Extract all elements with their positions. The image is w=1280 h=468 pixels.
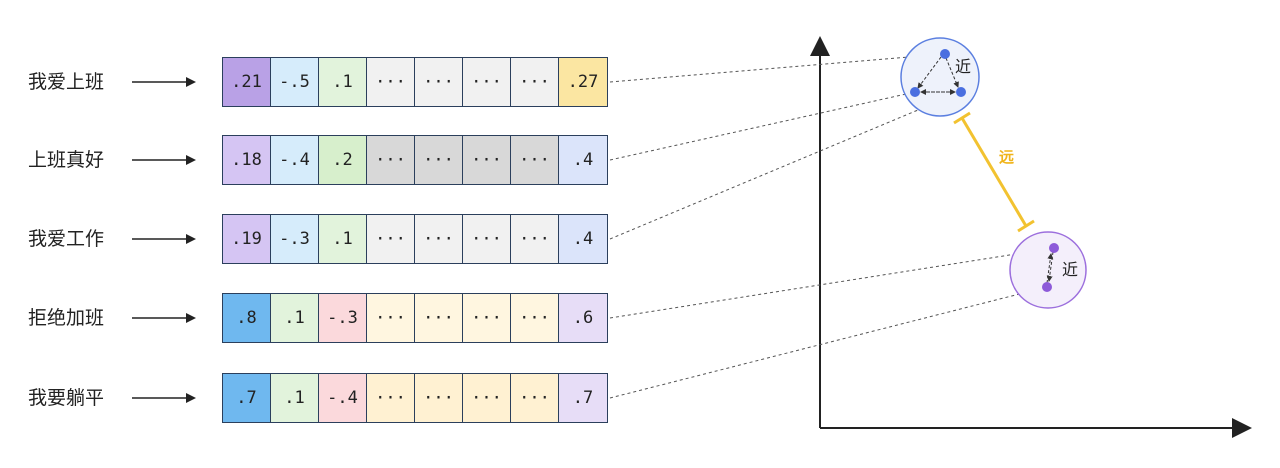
vector-cell: ··· xyxy=(511,215,559,263)
far-label: 远 xyxy=(999,148,1014,166)
embedding-vector: .18-.4.2············.4 xyxy=(222,135,608,185)
vector-cell: .1 xyxy=(271,294,319,342)
vector-cell: ··· xyxy=(463,294,511,342)
vector-cell: .19 xyxy=(223,215,271,263)
vector-cell: -.4 xyxy=(319,374,367,422)
vector-cell: .6 xyxy=(559,294,607,342)
vector-cell: ··· xyxy=(463,58,511,106)
vector-cell: .4 xyxy=(559,136,607,184)
vector-cell: ··· xyxy=(367,58,415,106)
right-arrow-icon xyxy=(132,234,196,244)
sentence-label: 上班真好 xyxy=(28,149,105,171)
sentence-label: 我爱工作 xyxy=(28,228,105,250)
connector-line xyxy=(609,91,916,161)
point-row-4 xyxy=(1049,243,1059,253)
cluster-circle-blue xyxy=(900,37,980,117)
vector-cell: .7 xyxy=(223,374,271,422)
connector-line xyxy=(609,53,946,83)
vector-cell: .27 xyxy=(559,58,607,106)
vector-cell: ··· xyxy=(367,215,415,263)
point-row-1 xyxy=(940,49,950,59)
right-arrow-icon xyxy=(132,77,196,87)
cluster-circle-purple xyxy=(1009,231,1087,309)
sentence-label: 拒绝加班 xyxy=(28,307,105,329)
vector-cell: -.3 xyxy=(271,215,319,263)
embedding-vector: .21-.5.1············.27 xyxy=(222,57,608,107)
right-arrow-icon xyxy=(132,393,196,403)
vector-cell: .1 xyxy=(319,58,367,106)
vector-cell: .7 xyxy=(559,374,607,422)
sentence-label: 我爱上班 xyxy=(28,71,105,93)
vector-cell: .2 xyxy=(319,136,367,184)
vector-cell: ··· xyxy=(415,374,463,422)
embedding-vector: .7.1-.4············.7 xyxy=(222,373,608,423)
vector-cell: ··· xyxy=(415,294,463,342)
embedding-vector: .19-.3.1············.4 xyxy=(222,214,608,264)
vector-cell: .1 xyxy=(319,215,367,263)
vector-cell: ··· xyxy=(367,136,415,184)
vector-cell: ··· xyxy=(463,215,511,263)
vector-cell: .21 xyxy=(223,58,271,106)
vector-cell: ··· xyxy=(511,374,559,422)
connector-line xyxy=(609,286,1048,399)
vector-cell: .1 xyxy=(271,374,319,422)
vector-cell: -.4 xyxy=(271,136,319,184)
near-label-1: 近 xyxy=(955,57,971,76)
right-arrow-icon xyxy=(132,155,196,165)
vector-cell: ··· xyxy=(511,136,559,184)
vector-cell: ··· xyxy=(415,58,463,106)
vector-cell: ··· xyxy=(511,294,559,342)
vector-cell: ··· xyxy=(415,136,463,184)
vector-cell: ··· xyxy=(415,215,463,263)
embedding-vector: .8.1-.3············.6 xyxy=(222,293,608,343)
sentence-label: 我要躺平 xyxy=(28,387,105,409)
vector-cell: ··· xyxy=(367,374,415,422)
right-arrow-icon xyxy=(132,313,196,323)
vector-cell: -.5 xyxy=(271,58,319,106)
connector-lines xyxy=(609,53,1055,399)
point-row-5 xyxy=(1042,282,1052,292)
cluster-blue-edges xyxy=(917,56,959,95)
near-label-2: 近 xyxy=(1062,260,1078,279)
vector-cell: ··· xyxy=(463,374,511,422)
vector-cell: .18 xyxy=(223,136,271,184)
connector-line xyxy=(609,91,962,240)
far-bar xyxy=(953,111,1035,233)
vector-cell: .4 xyxy=(559,215,607,263)
vector-cell: ··· xyxy=(511,58,559,106)
point-row-2 xyxy=(910,87,920,97)
point-row-3 xyxy=(956,87,966,97)
vector-cell: -.3 xyxy=(319,294,367,342)
vector-cell: .8 xyxy=(223,294,271,342)
vector-cell: ··· xyxy=(367,294,415,342)
connector-line xyxy=(609,247,1055,319)
vector-cell: ··· xyxy=(463,136,511,184)
